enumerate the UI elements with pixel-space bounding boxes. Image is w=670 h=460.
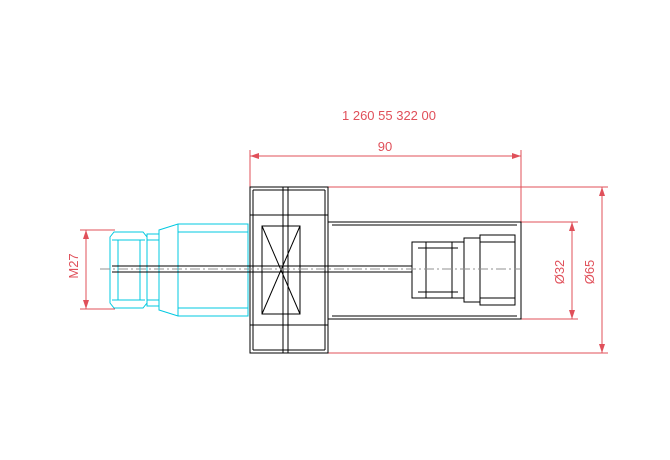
bore-diameter-label: Ø32 [552, 260, 567, 285]
threaded-shank [109, 223, 249, 317]
outer-diameter-label: Ø65 [582, 260, 597, 285]
part-number-label: 1 260 55 322 00 [342, 108, 436, 123]
flange-body [249, 186, 329, 354]
bore-diameter-dimension [521, 221, 578, 320]
length-dimension-label: 90 [378, 139, 392, 154]
length-dimension [249, 150, 522, 222]
thread-label: M27 [66, 253, 81, 278]
outer-diameter-dimension [328, 186, 608, 354]
holder-body [327, 221, 522, 320]
thread-dimension [80, 229, 115, 310]
centerline [100, 265, 520, 273]
